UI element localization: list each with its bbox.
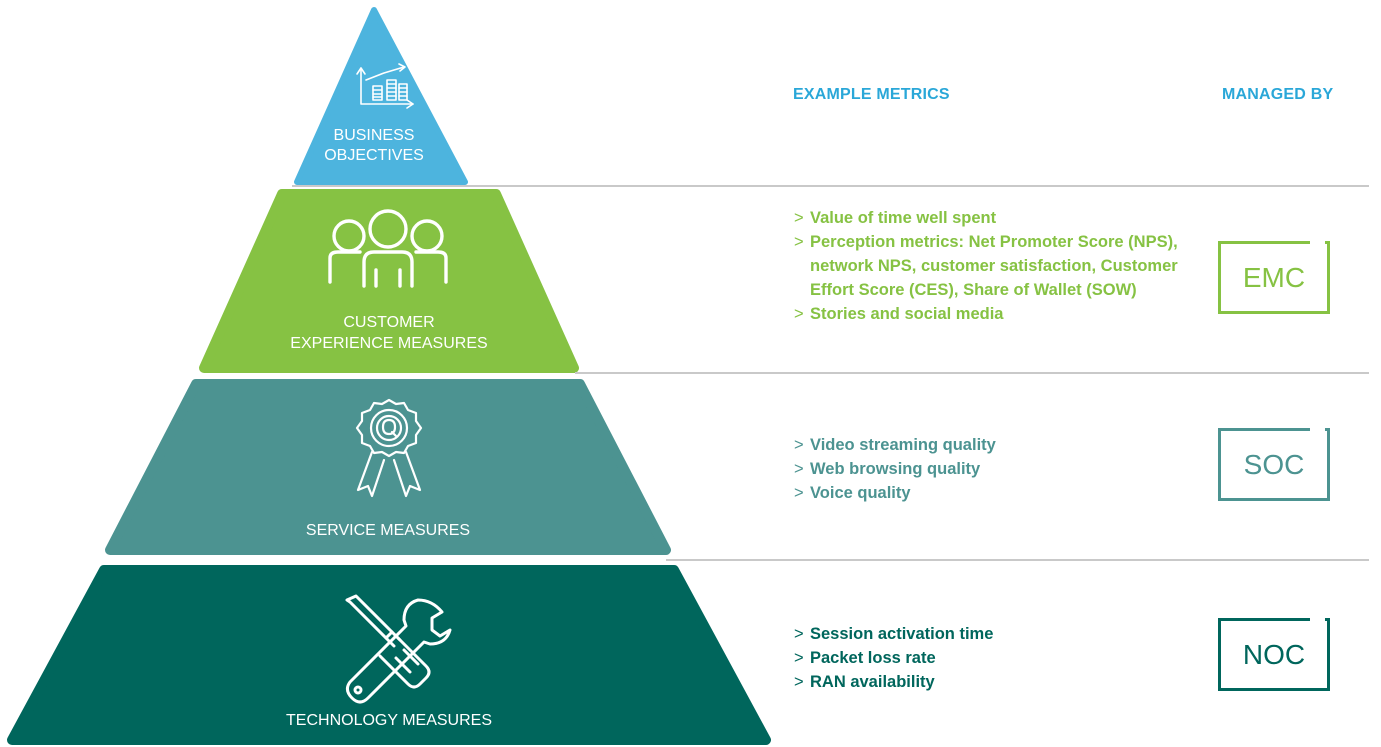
- managed-by-badge-emc: EMC: [1218, 241, 1330, 314]
- chevron-right-icon: >: [794, 305, 804, 323]
- managed-by-badge-noc: NOC: [1218, 618, 1330, 691]
- metric-text: Video streaming quality: [810, 436, 996, 454]
- chevron-right-icon: >: [794, 625, 804, 643]
- service-metrics-list: > Video streaming quality > Web browsing q…: [794, 433, 1194, 505]
- wrench-screwdriver-icon: [345, 594, 452, 704]
- tier-service-measures: SERVICE MEASURES: [105, 379, 671, 555]
- tier-service-label: SERVICE MEASURES: [306, 522, 470, 539]
- metric-text: Stories and social media: [810, 305, 1004, 323]
- tier-business-label-1: BUSINESS: [334, 127, 415, 144]
- list-item: > Perception metrics: Net Promoter Score …: [794, 230, 1194, 302]
- chevron-right-icon: >: [794, 436, 804, 454]
- tier-customer-experience: CUSTOMER EXPERIENCE MEASURES: [199, 189, 579, 373]
- metric-text: Voice quality: [810, 484, 911, 502]
- badge-label: EMC: [1242, 261, 1306, 293]
- tier-customer-label-2: EXPERIENCE MEASURES: [290, 335, 487, 352]
- metric-text: RAN availability: [810, 673, 935, 691]
- tier-technology-label: TECHNOLOGY MEASURES: [286, 712, 492, 729]
- separator-3: [666, 559, 1369, 561]
- tier-customer-label-1: CUSTOMER: [343, 314, 434, 331]
- tier-customer-shape: [199, 189, 579, 373]
- list-item: > Packet loss rate: [794, 646, 1194, 670]
- managed-by-badge-soc: SOC: [1218, 428, 1330, 501]
- chevron-right-icon: >: [794, 460, 804, 478]
- separator-2: [575, 372, 1369, 374]
- list-item: > Voice quality: [794, 481, 1194, 505]
- metric-text: Web browsing quality: [810, 460, 981, 478]
- list-item: > Video streaming quality: [794, 433, 1194, 457]
- badge-label: NOC: [1242, 638, 1306, 670]
- tier-technology-shape: [7, 565, 771, 745]
- tier-service-shape: [105, 379, 671, 555]
- chevron-right-icon: >: [794, 484, 804, 502]
- chevron-right-icon: >: [794, 673, 804, 691]
- chevron-right-icon: >: [794, 209, 804, 227]
- chevron-right-icon: >: [794, 649, 804, 667]
- list-item: > Stories and social media: [794, 302, 1194, 326]
- tier-technology-measures: TECHNOLOGY MEASURES: [7, 565, 771, 745]
- header-managed-by: MANAGED BY: [1222, 86, 1334, 103]
- award-rosette-icon: [355, 398, 423, 498]
- metric-text: Perception metrics: Net Promoter Score (…: [810, 233, 1178, 299]
- technology-metrics-list: > Session activation time > Packet loss ra…: [794, 622, 1194, 694]
- list-item: > Web browsing quality: [794, 457, 1194, 481]
- tier-business-shape: [294, 7, 468, 185]
- badge-label: SOC: [1243, 448, 1305, 480]
- list-item: > Value of time well spent: [794, 206, 1194, 230]
- header-example-metrics: EXAMPLE METRICS: [793, 86, 950, 103]
- separator-1: [292, 185, 1369, 187]
- people-group-icon: [328, 209, 448, 288]
- metric-text: Packet loss rate: [810, 649, 936, 667]
- metric-text: Value of time well spent: [810, 209, 997, 227]
- chevron-right-icon: >: [794, 233, 804, 251]
- tier-business-objectives: BUSINESS OBJECTIVES: [294, 7, 468, 185]
- list-item: > Session activation time: [794, 622, 1194, 646]
- pyramid-diagram: BUSINESS OBJECTIVES CUSTOMER EXPERIENCE …: [7, 7, 771, 745]
- list-item: > RAN availability: [794, 670, 1194, 694]
- tier-business-label-2: OBJECTIVES: [324, 147, 424, 164]
- metric-text: Session activation time: [810, 625, 994, 643]
- customer-metrics-list: > Value of time well spent > Perception me…: [794, 206, 1194, 326]
- growth-chart-icon: [356, 63, 414, 109]
